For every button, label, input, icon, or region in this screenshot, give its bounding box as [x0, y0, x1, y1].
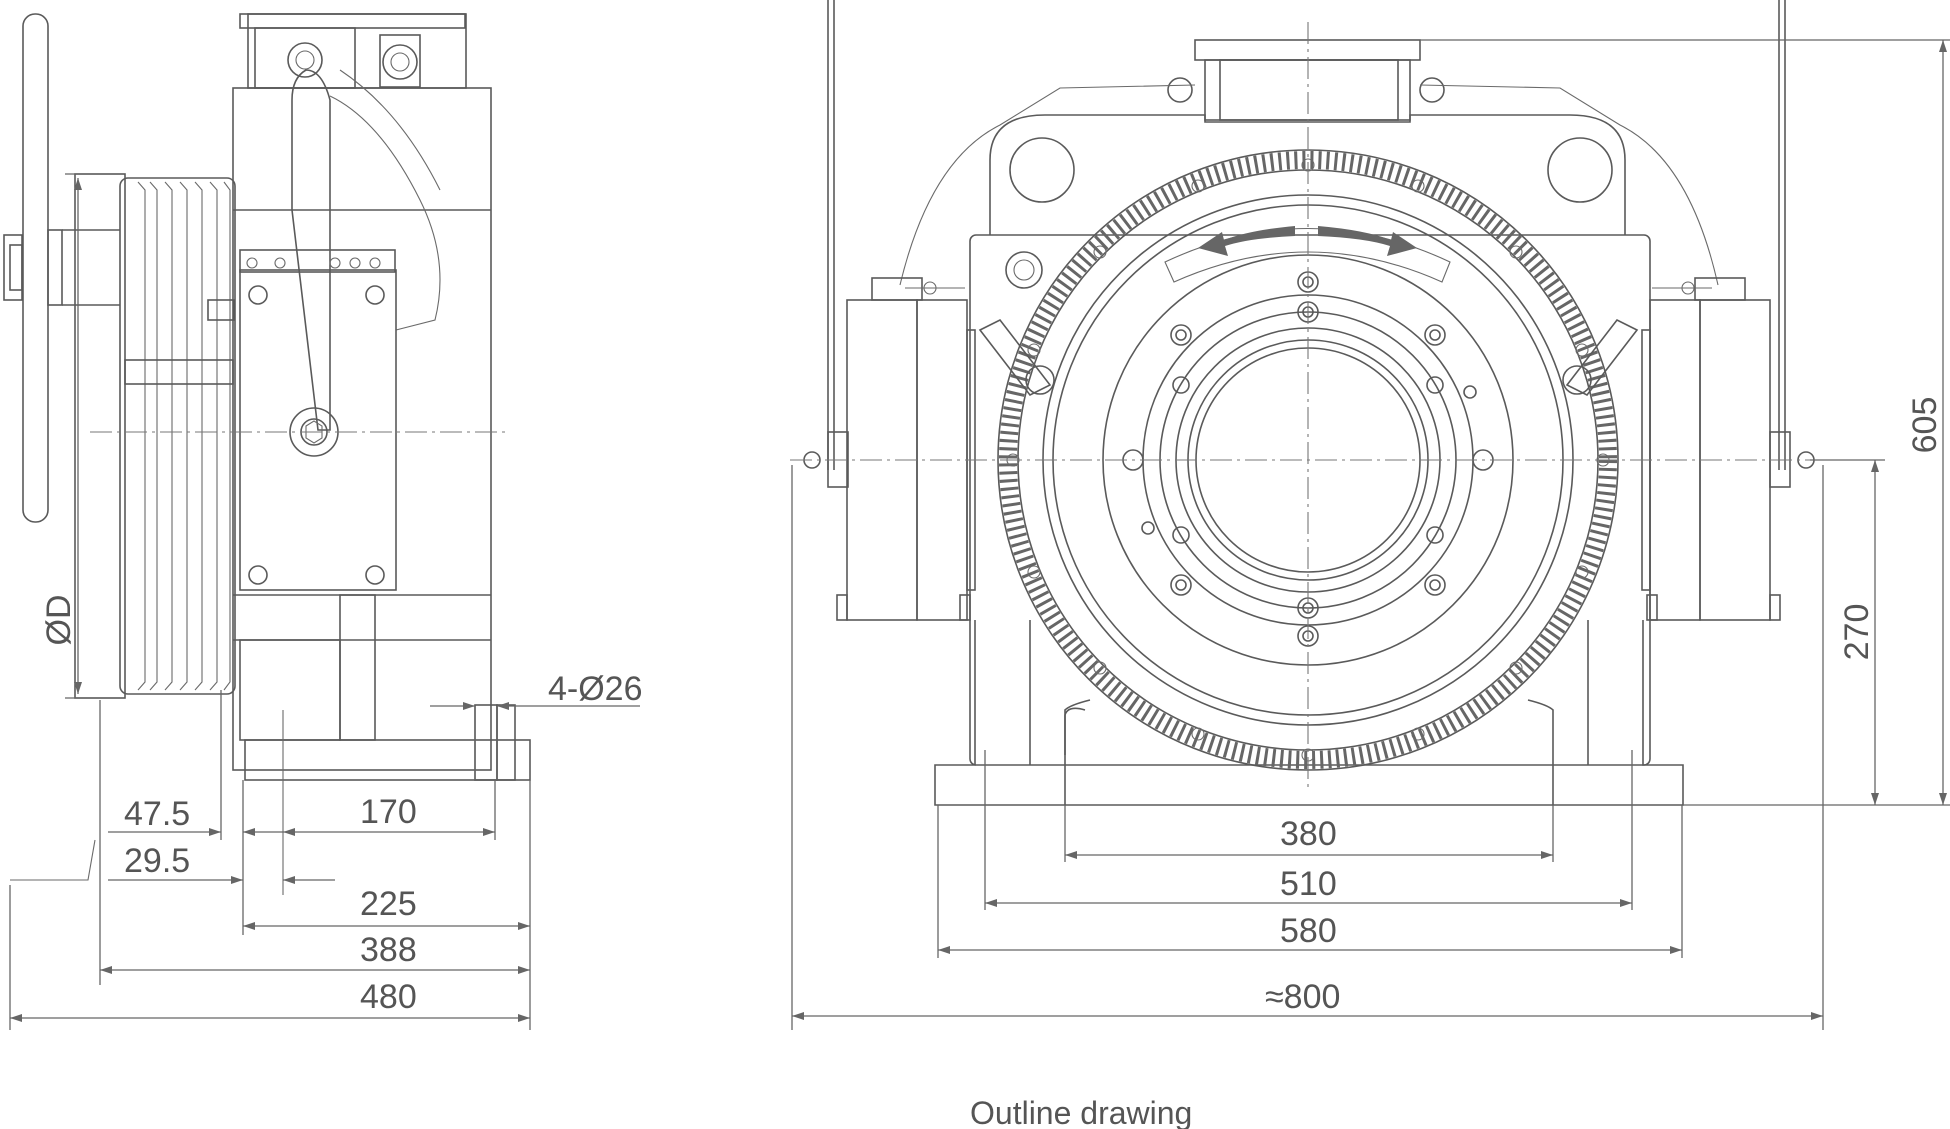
- dim-29-5: 29.5: [124, 842, 190, 880]
- dim-510: 510: [1280, 865, 1337, 903]
- traction-sheave: [74, 173, 236, 699]
- dim-47-5: 47.5: [124, 795, 190, 833]
- dim-170: 170: [360, 793, 417, 831]
- dim-380: 380: [1280, 815, 1337, 853]
- drawing-caption: Outline drawing: [970, 1095, 1192, 1129]
- dim-holes: 4-Ø26: [548, 670, 643, 708]
- handwheel: [3, 13, 120, 523]
- base-feet: [934, 620, 1684, 806]
- dim-phi-d: ØD: [40, 595, 78, 646]
- dim-270: 270: [1838, 604, 1876, 661]
- dim-480: 480: [360, 978, 417, 1016]
- front-view: 380 510 580 ≈800 605 270: [790, 0, 1950, 1030]
- direction-arrows: [1164, 226, 1451, 283]
- dim-225: 225: [360, 885, 417, 923]
- dim-388: 388: [360, 931, 417, 969]
- terminal-box: [1167, 39, 1445, 121]
- side-view: ØD 4-Ø26 47.5 170 29.5 225 388 480: [3, 13, 643, 1030]
- dim-605: 605: [1906, 397, 1944, 454]
- dim-580: 580: [1280, 912, 1337, 950]
- motor-body: [232, 13, 531, 781]
- dim-800: ≈800: [1265, 978, 1340, 1016]
